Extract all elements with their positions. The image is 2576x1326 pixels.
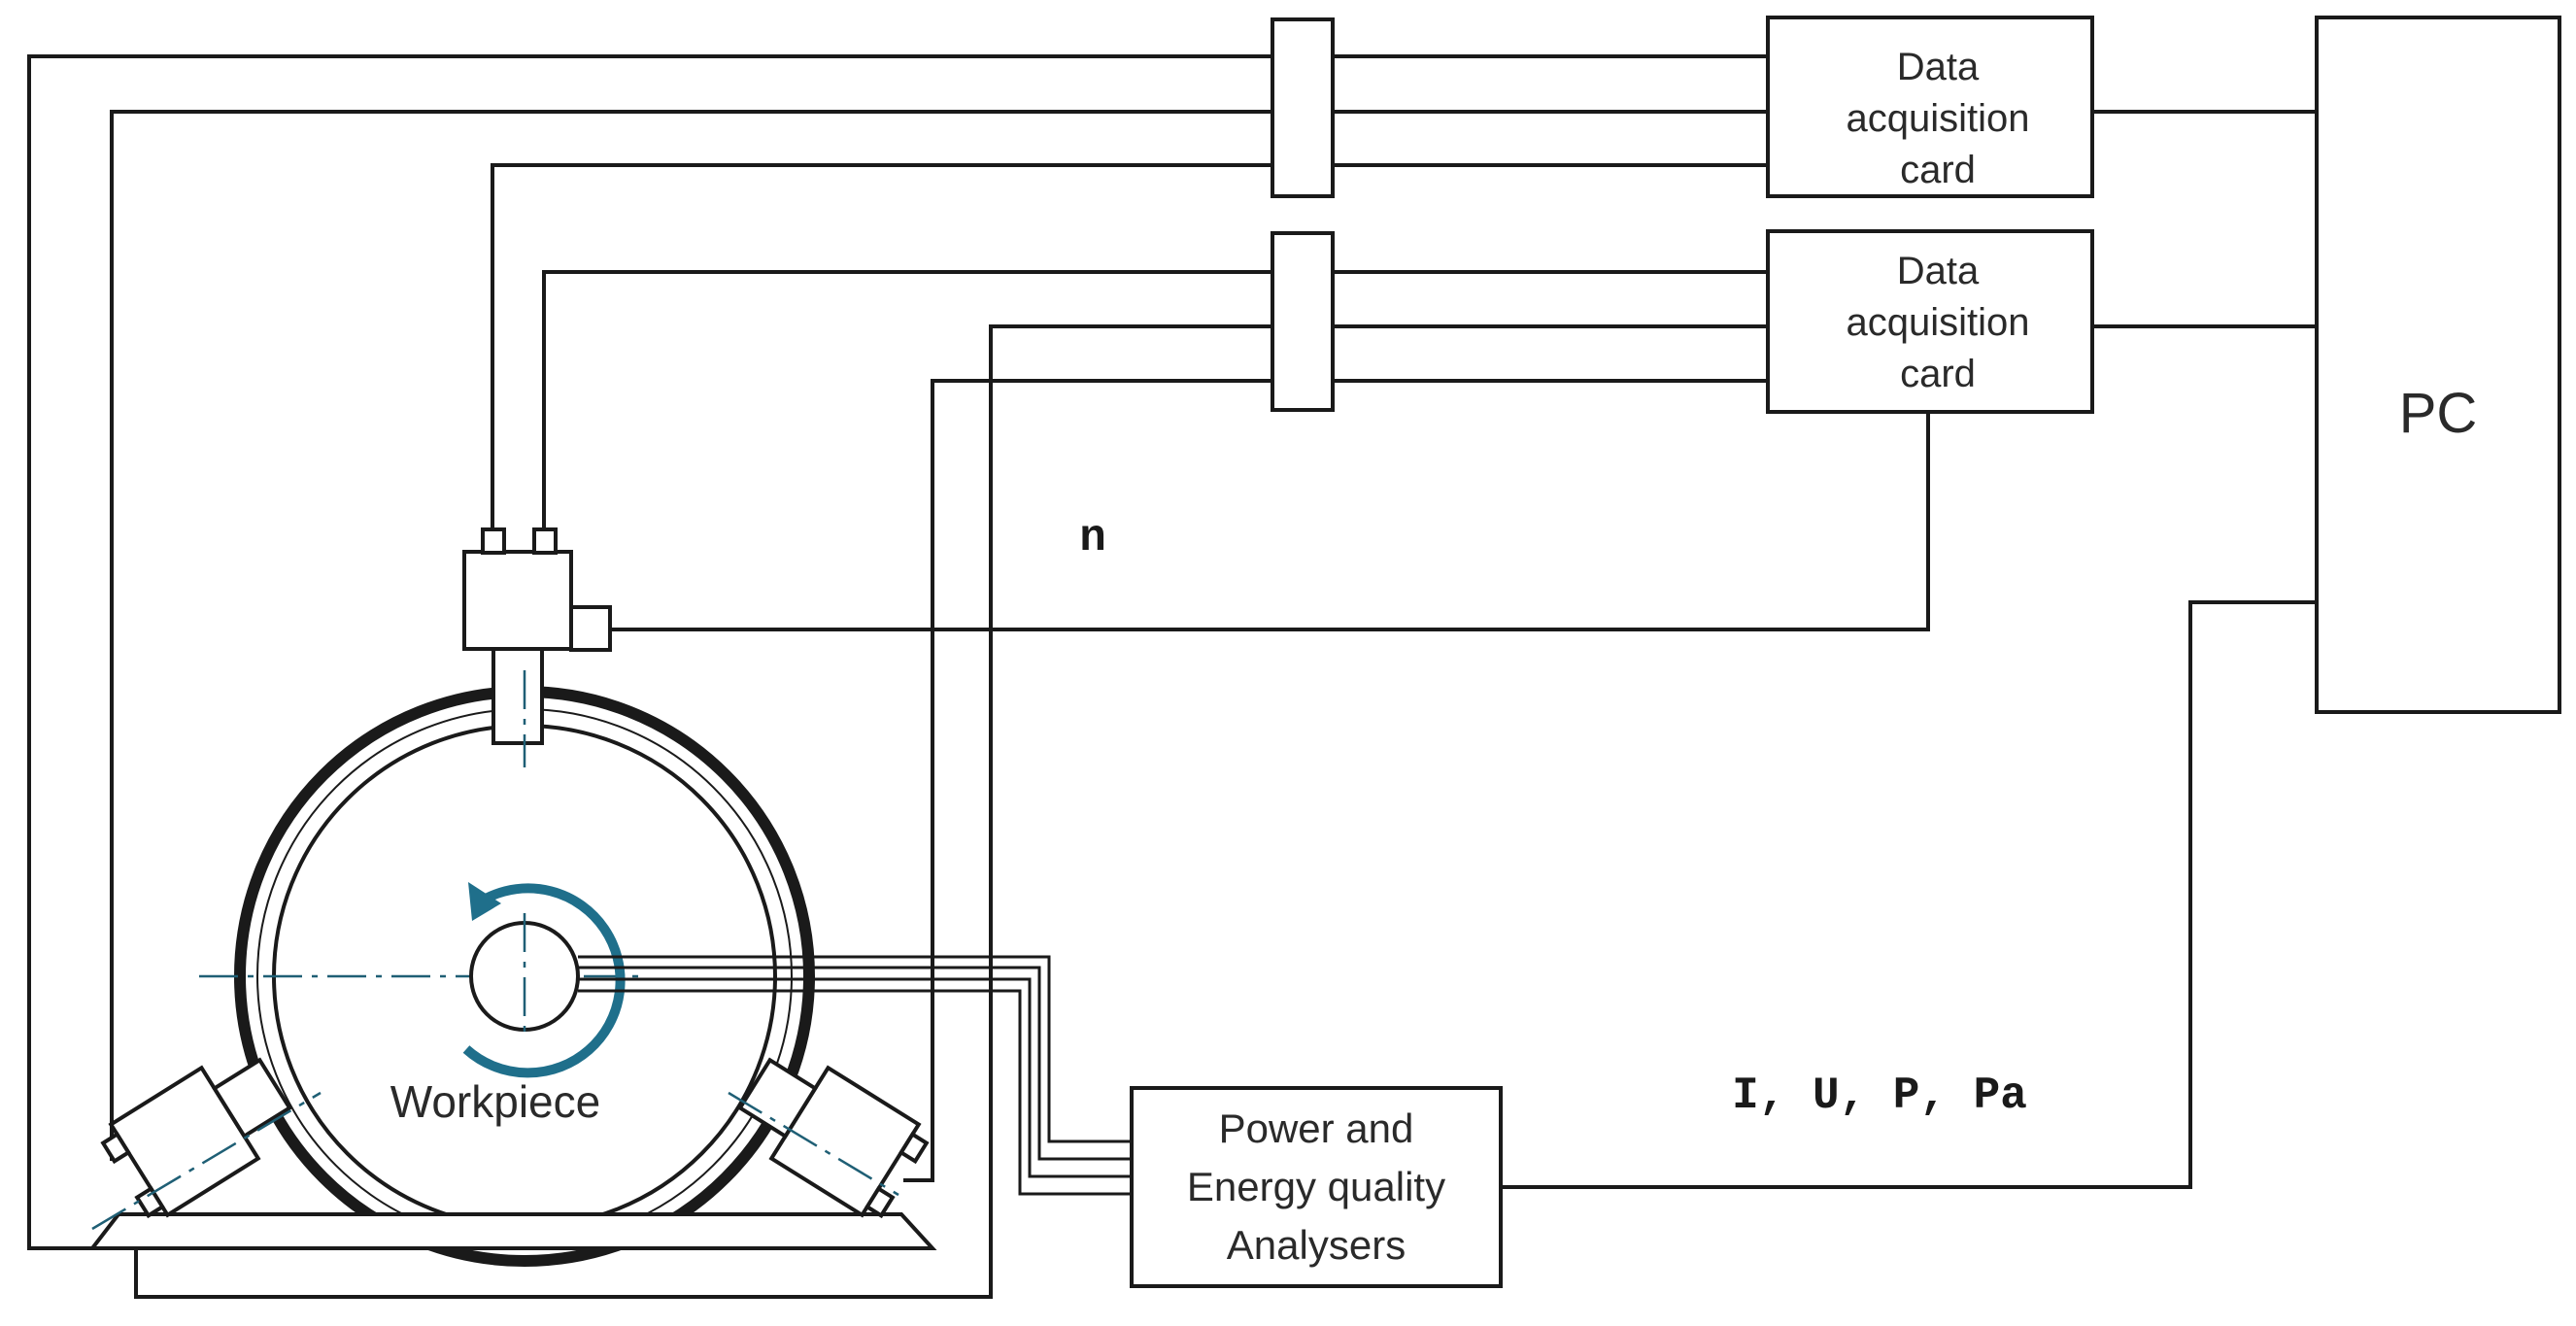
pc-label: PC — [2399, 382, 2478, 445]
speed-label: n — [1079, 513, 1106, 563]
sensor-left-pin-b — [134, 1185, 165, 1219]
top-sensor-pin-a — [481, 527, 506, 555]
connector-block-1 — [1271, 17, 1335, 198]
wire-top-sensor-b — [542, 270, 1768, 529]
pc-block: PC — [2315, 16, 2561, 714]
rotation-arrow-arc — [462, 883, 626, 1078]
top-sensor-side-port — [569, 605, 612, 652]
pc-box — [2315, 16, 2561, 714]
wire-shaft-lead-2 — [578, 966, 1132, 1161]
sensor-right — [737, 1057, 930, 1219]
power-analyser-block: Power and Energy quality Analysers — [1130, 1086, 1503, 1288]
wire-sensor-left-outer — [27, 54, 1768, 1250]
daq-card-2-label-line1: Data — [1897, 250, 1980, 292]
workpiece-label: Workpiece — [390, 1076, 600, 1127]
daq-card-1-label-line3: card — [1900, 149, 1976, 191]
wire-shaft-lead-1 — [578, 955, 1132, 1143]
rotation-arrow-icon — [462, 882, 626, 1078]
left-sensor-axis — [91, 1091, 322, 1231]
wire-sensor-left-inner — [110, 110, 1768, 1161]
sensor-left — [100, 1057, 292, 1219]
right-sensor-axis — [728, 1091, 899, 1197]
wire-shaft-lead-3 — [578, 977, 1132, 1178]
wire-speed-sensor — [610, 412, 1930, 631]
wire-top-sensor-a — [491, 163, 1768, 529]
analyser-label-line2: Energy quality — [1187, 1164, 1445, 1209]
daq-card-1: Data acquisition card — [1766, 16, 2094, 198]
daq-card-2-box — [1766, 229, 2094, 414]
wire-sensor-bottom — [134, 324, 1768, 1299]
daq-card-1-label-line2: acquisition — [1846, 97, 2029, 140]
wire-sensor-right — [903, 379, 1768, 1182]
rotation-arrow-head — [468, 882, 501, 921]
sensor-right-pin-a — [898, 1131, 930, 1165]
top-sensor-pin-b — [532, 527, 558, 555]
electrical-params-label: I, U, P, Pa — [1732, 1071, 2027, 1121]
wires-shaft-to-analyser — [578, 955, 1132, 1196]
top-sensor-body — [462, 550, 573, 651]
analyser-label-line3: Analysers — [1227, 1222, 1406, 1268]
top-sensor-neck — [491, 644, 544, 745]
sensor-left-neck — [211, 1057, 292, 1139]
analyser-label-line1: Power and — [1219, 1105, 1414, 1151]
wire-shaft-lead-4 — [578, 989, 1132, 1196]
daq-card-2-label-line2: acquisition — [1846, 301, 2029, 344]
daq-card-1-label-line1: Data — [1897, 46, 1980, 88]
wires-to-daq-card-1 — [27, 54, 1768, 1250]
wires-to-daq-card-2 — [134, 270, 1768, 1299]
base-plate — [87, 1212, 937, 1250]
sensor-left-pin-a — [100, 1131, 131, 1165]
wire-analyser-to-pc — [1501, 600, 2317, 1189]
machine-assembly: Workpiece — [87, 527, 937, 1267]
daq-card-2: Data acquisition card — [1766, 229, 2094, 414]
daq-card-2-label-line3: card — [1900, 353, 1976, 395]
daq-card-1-box — [1766, 16, 2094, 198]
sensor-right-neck — [737, 1057, 819, 1139]
power-analyser-box — [1130, 1086, 1503, 1288]
connector-block-2 — [1271, 231, 1335, 412]
sensor-right-pin-b — [864, 1185, 896, 1219]
